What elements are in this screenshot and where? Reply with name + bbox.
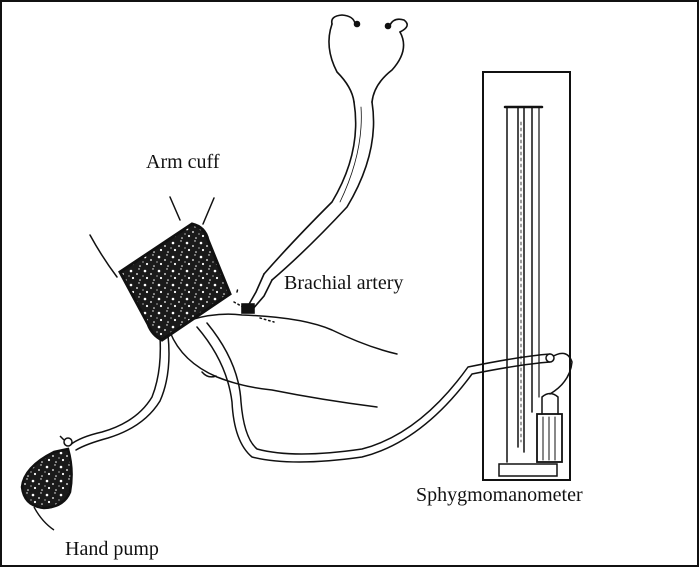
cuff-tubes (70, 323, 550, 462)
brachial-artery-label: Brachial artery (284, 273, 403, 293)
hand-pump-shape (22, 436, 72, 530)
sphygmomanometer-shape (483, 72, 572, 480)
arm-cuff-shape (120, 224, 230, 340)
arm-cuff-label: Arm cuff (146, 152, 220, 172)
sphygmomanometer-label: Sphygmomanometer (416, 485, 583, 505)
stethoscope (242, 15, 407, 313)
hand-pump-label: Hand pump (65, 539, 159, 559)
